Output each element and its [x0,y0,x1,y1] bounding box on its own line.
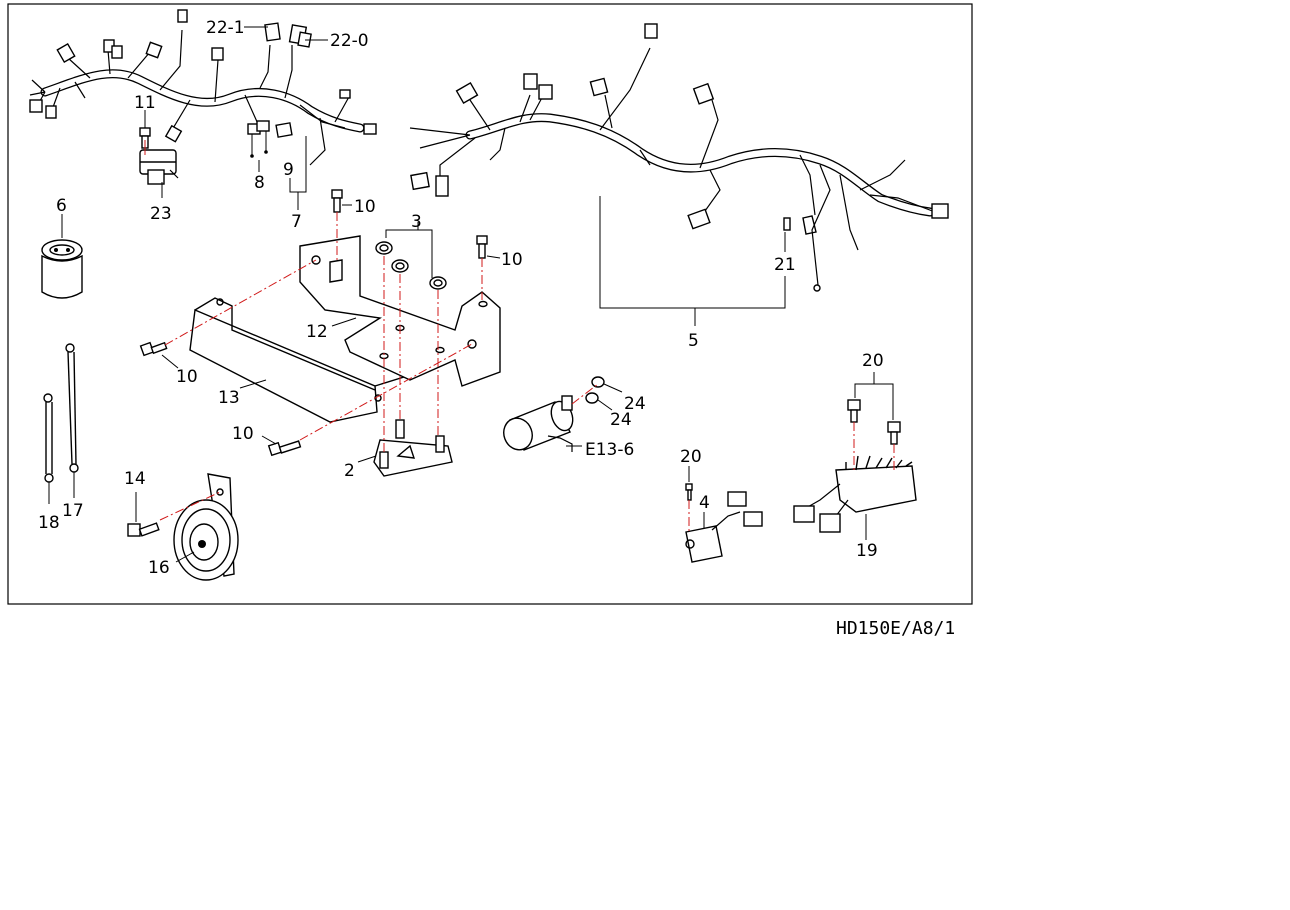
callout-22-0: 22-0 [330,31,369,51]
callout-5: 5 [688,331,699,351]
wire-harness-main [409,23,949,292]
callout-18: 18 [38,513,60,533]
wire-harness-left [29,9,377,166]
callout-24-lower: 24 [610,410,632,430]
callout-20-relay: 20 [680,447,702,467]
diagram-frame [7,3,973,605]
regulator-19 [793,372,917,533]
plate-2 [373,419,453,477]
callout-8: 8 [254,173,265,193]
relay-23 [139,149,179,185]
callout-leaders [135,26,867,563]
callout-13: 13 [218,388,240,408]
rod-17 [65,343,79,498]
callout-16: 16 [148,558,170,578]
callout-10-bottom: 10 [232,424,254,444]
callout-17: 17 [62,501,84,521]
callout-11: 11 [134,93,156,113]
socket-6 [41,214,83,299]
bolt-10-top [331,189,343,213]
figure-caption: HD150E/A8/1 [836,618,955,639]
callout-20-regulator: 20 [862,351,884,371]
callout-23: 23 [150,204,172,224]
callout-e13-6: E13-6 [585,440,634,460]
rod-18 [43,393,54,504]
callout-21: 21 [774,255,796,275]
callout-3: 3 [411,212,422,232]
relay-4 [685,483,763,563]
callout-5-bracket [599,196,786,326]
bolt-10-left [139,341,168,357]
callout-12: 12 [306,322,328,342]
callout-19: 19 [856,541,878,561]
callout-10-left: 10 [176,367,198,387]
callout-6: 6 [56,196,67,216]
callout-22-1: 22-1 [206,18,245,38]
callout-24-upper: 24 [624,394,646,414]
bolt-14 [127,522,160,537]
bolt-10-right [476,235,488,259]
callout-10-top: 10 [354,197,376,217]
assembly-centerlines [144,140,483,452]
horn-16 [159,473,239,581]
bolt-10-bottom [267,440,302,457]
nuts-3 [375,222,447,290]
callout-10-right: 10 [501,250,523,270]
callout-9: 9 [283,160,294,180]
callout-labels: 22-1 22-0 11 8 9 7 23 10 3 10 6 12 10 13… [38,18,884,578]
callout-2: 2 [344,461,355,481]
starter-relay-e13-6 [503,376,605,452]
bracket-13 [189,297,421,423]
callout-14: 14 [124,469,146,489]
callout-7: 7 [291,212,302,232]
callout-4: 4 [699,493,710,513]
